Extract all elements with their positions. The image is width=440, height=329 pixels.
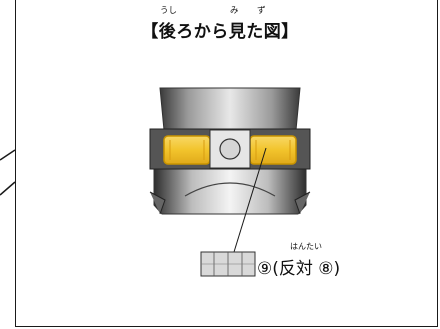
lower-body-foot-left [149,191,166,215]
right-pad [249,135,297,165]
ruby-zu: ず [257,6,266,16]
center-ring [219,138,241,160]
ruby-mi: み [230,6,239,16]
left-pad [163,135,211,165]
lower-body-arc [184,182,276,197]
diagram-title: 【後ろから見た図】 [141,22,299,42]
upper-body [159,87,301,131]
left-bracket-line [0,149,16,196]
lower-body-foot-right [294,191,311,215]
callout-label: ⑨(反対 ⑧) [257,259,341,279]
title-furigana: うし み ず [0,4,440,16]
leader-line [233,147,267,253]
callout-furigana: はんたい [290,242,322,251]
ruby-ushi: うし [160,6,178,16]
lower-body [153,167,307,215]
